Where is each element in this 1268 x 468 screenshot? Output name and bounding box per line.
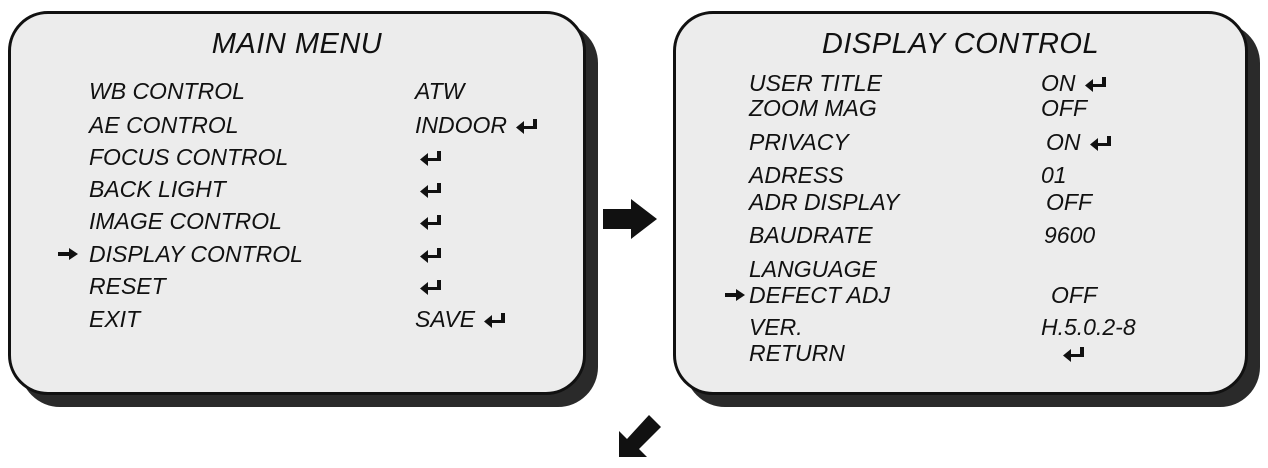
return-arrow-icon xyxy=(419,279,443,297)
menu-label: ZOOM MAG xyxy=(749,95,877,121)
menu-label: ADR DISPLAY xyxy=(749,189,900,215)
main-menu-panel: MAIN MENU WB CONTROL ATW AE CONTROL INDOOR F… xyxy=(8,11,598,407)
display-control-panel: DISPLAY CONTROL USER TITLE ON ZOOM MAG OFF P… xyxy=(673,11,1260,407)
display-control-title: DISPLAY CONTROL xyxy=(821,28,1100,60)
menu-row-ver[interactable]: VER. H.5.0.2-8 xyxy=(676,312,1245,342)
main-menu-title: MAIN MENU xyxy=(211,28,383,60)
menu-value xyxy=(415,206,443,236)
arrow-down-left-icon xyxy=(619,415,661,457)
menu-value-text: SAVE xyxy=(415,306,476,332)
menu-row-wb-control[interactable]: WB CONTROL ATW xyxy=(11,76,583,106)
menu-row-display-control[interactable]: DISPLAY CONTROL xyxy=(11,239,583,269)
menu-row-zoom-mag[interactable]: ZOOM MAG OFF xyxy=(676,93,1245,123)
menu-label: AE CONTROL xyxy=(89,112,239,138)
menu-label: BACK LIGHT xyxy=(89,176,226,202)
menu-value: OFF xyxy=(1051,280,1097,310)
return-arrow-icon xyxy=(419,182,443,200)
cursor-arrow-icon xyxy=(57,247,79,261)
menu-value: 9600 xyxy=(1044,220,1095,250)
menu-row-return[interactable]: RETURN xyxy=(676,338,1245,368)
menu-label: USER TITLE xyxy=(749,70,882,96)
menu-value-text: 9600 xyxy=(1044,222,1096,248)
menu-row-focus-control[interactable]: FOCUS CONTROL xyxy=(11,142,583,172)
menu-value-text: OFF xyxy=(1041,95,1087,121)
menu-value xyxy=(415,142,443,172)
menu-value: OFF xyxy=(1046,187,1092,217)
menu-row-reset[interactable]: RESET xyxy=(11,271,583,301)
menu-value-text: H.5.0.2-8 xyxy=(1041,314,1136,340)
menu-row-adress[interactable]: ADRESS 01 xyxy=(676,160,1245,190)
return-arrow-icon xyxy=(1084,76,1108,94)
panel-face: MAIN MENU WB CONTROL ATW AE CONTROL INDOOR F… xyxy=(8,11,586,395)
menu-row-privacy[interactable]: PRIVACY ON xyxy=(676,127,1245,157)
menu-label: RESET xyxy=(89,273,166,299)
return-arrow-icon xyxy=(483,312,507,330)
menu-label: BAUDRATE xyxy=(749,222,873,248)
menu-value xyxy=(415,174,443,204)
menu-label: FOCUS CONTROL xyxy=(89,144,289,170)
menu-value: INDOOR xyxy=(415,110,539,140)
menu-row-ae-control[interactable]: AE CONTROL INDOOR xyxy=(11,110,583,140)
menu-label: EXIT xyxy=(89,306,141,332)
menu-value: SAVE xyxy=(415,304,507,334)
return-arrow-icon xyxy=(419,150,443,168)
return-arrow-icon xyxy=(1089,135,1113,153)
menu-value: ON xyxy=(1041,68,1108,98)
menu-value-text: 01 xyxy=(1041,162,1067,188)
menu-label: RETURN xyxy=(749,340,845,366)
menu-row-exit[interactable]: EXIT SAVE xyxy=(11,304,583,334)
panel-face: DISPLAY CONTROL USER TITLE ON ZOOM MAG OFF P… xyxy=(673,11,1248,395)
return-arrow-icon xyxy=(515,118,539,136)
menu-value-text: ON xyxy=(1046,129,1081,155)
menu-label: VER. xyxy=(749,314,803,340)
menu-value: 01 xyxy=(1041,160,1067,190)
menu-label: IMAGE CONTROL xyxy=(89,208,282,234)
arrow-right-icon xyxy=(603,199,657,239)
menu-label: WB CONTROL xyxy=(89,78,245,104)
cursor-arrow-icon xyxy=(724,288,746,302)
menu-label: DEFECT ADJ xyxy=(749,282,890,308)
menu-value-text: OFF xyxy=(1051,282,1097,308)
menu-row-adr-display[interactable]: ADR DISPLAY OFF xyxy=(676,187,1245,217)
menu-value xyxy=(415,271,443,301)
menu-value xyxy=(415,239,443,269)
menu-row-baudrate[interactable]: BAUDRATE 9600 xyxy=(676,220,1245,250)
menu-row-language[interactable]: LANGUAGE xyxy=(676,254,1245,284)
menu-label: PRIVACY xyxy=(749,129,849,155)
menu-value: ATW xyxy=(415,76,464,106)
menu-value: H.5.0.2-8 xyxy=(1041,312,1136,342)
menu-row-defect-adj[interactable]: DEFECT ADJ OFF xyxy=(676,280,1245,310)
return-arrow-icon xyxy=(419,214,443,232)
return-arrow-icon xyxy=(419,247,443,265)
menu-value: OFF xyxy=(1041,93,1087,123)
menu-label: LANGUAGE xyxy=(749,256,877,282)
return-arrow-icon xyxy=(1062,346,1086,364)
menu-value-text: OFF xyxy=(1046,189,1092,215)
menu-row-user-title[interactable]: USER TITLE ON xyxy=(676,68,1245,98)
menu-row-image-control[interactable]: IMAGE CONTROL xyxy=(11,206,583,236)
menu-label: ADRESS xyxy=(749,162,844,188)
menu-value xyxy=(1058,338,1086,368)
menu-label: DISPLAY CONTROL xyxy=(89,241,303,267)
menu-value-text: ATW xyxy=(415,78,465,104)
menu-value-text: INDOOR xyxy=(415,112,507,138)
menu-value-text: ON xyxy=(1041,70,1076,96)
menu-row-back-light[interactable]: BACK LIGHT xyxy=(11,174,583,204)
menu-value: ON xyxy=(1046,127,1113,157)
